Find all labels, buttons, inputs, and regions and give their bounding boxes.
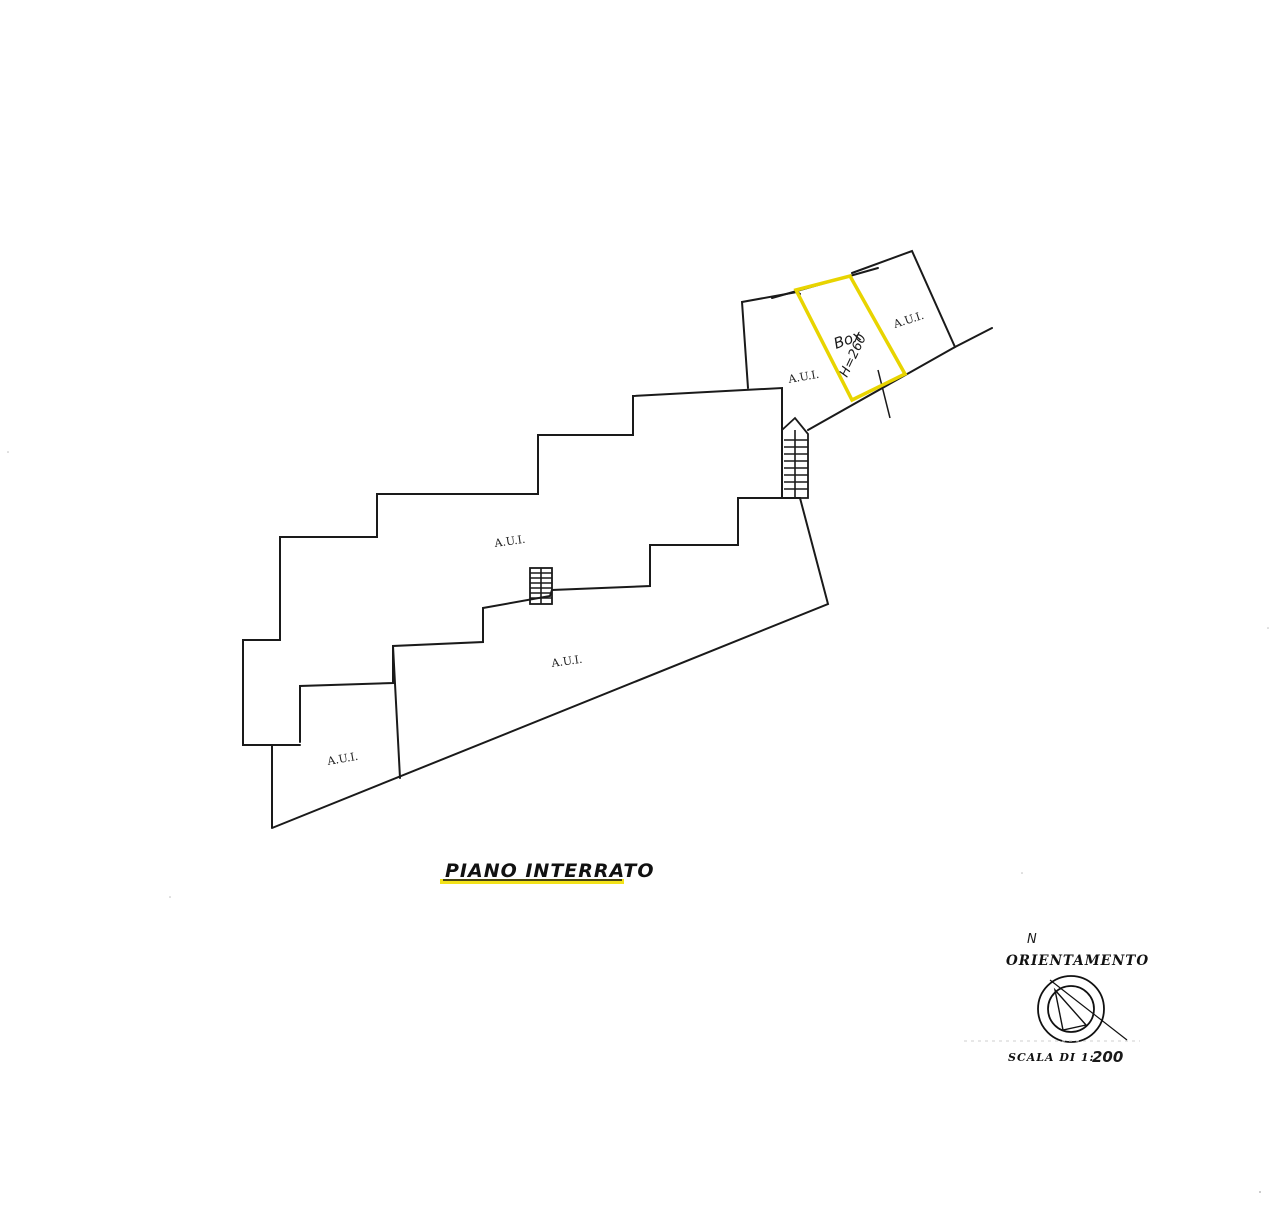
- title-highlight-underline: [440, 879, 624, 884]
- room-label-right-left: A.U.I.: [786, 368, 820, 386]
- plan-title-group: PIANO INTERRATO: [440, 860, 655, 884]
- compass-north-label: N: [1027, 932, 1037, 947]
- right-wing-bottom-diagonal: [807, 346, 956, 431]
- right-wing-right-wall: [851, 249, 993, 349]
- scale-prefix: SCALA DI 1:: [1008, 1051, 1095, 1064]
- central-staircase: [529, 567, 553, 605]
- room-label-right-right: A.U.I.: [891, 309, 925, 331]
- compass-title: ORIENTAMENTO: [1006, 953, 1149, 969]
- dimension-tick: [877, 369, 891, 419]
- compass-outer-circle: [1037, 975, 1105, 1043]
- plan-title: PIANO INTERRATO: [445, 860, 655, 882]
- right-staircase: [781, 416, 809, 499]
- compass-axis-line: [1049, 979, 1128, 1041]
- room-label-main-upper: A.U.I.: [493, 533, 527, 550]
- compass-block: N ORIENTAMENTO SCALA DI 1: 200: [964, 932, 1149, 1066]
- scan-specks: [7, 451, 1269, 1193]
- room-label-corner: A.U.I.: [325, 750, 359, 768]
- scale-value: 200: [1092, 1048, 1123, 1066]
- corner-room-divider: [392, 645, 401, 779]
- internal-stepped-wall: [299, 497, 783, 743]
- box-unit: [793, 273, 908, 403]
- compass-inner-circle: [1047, 985, 1095, 1033]
- box-unit-outline: [793, 273, 908, 403]
- compass-arrow-icon: [1053, 987, 1088, 1031]
- room-label-main-lower: A.U.I.: [550, 653, 584, 670]
